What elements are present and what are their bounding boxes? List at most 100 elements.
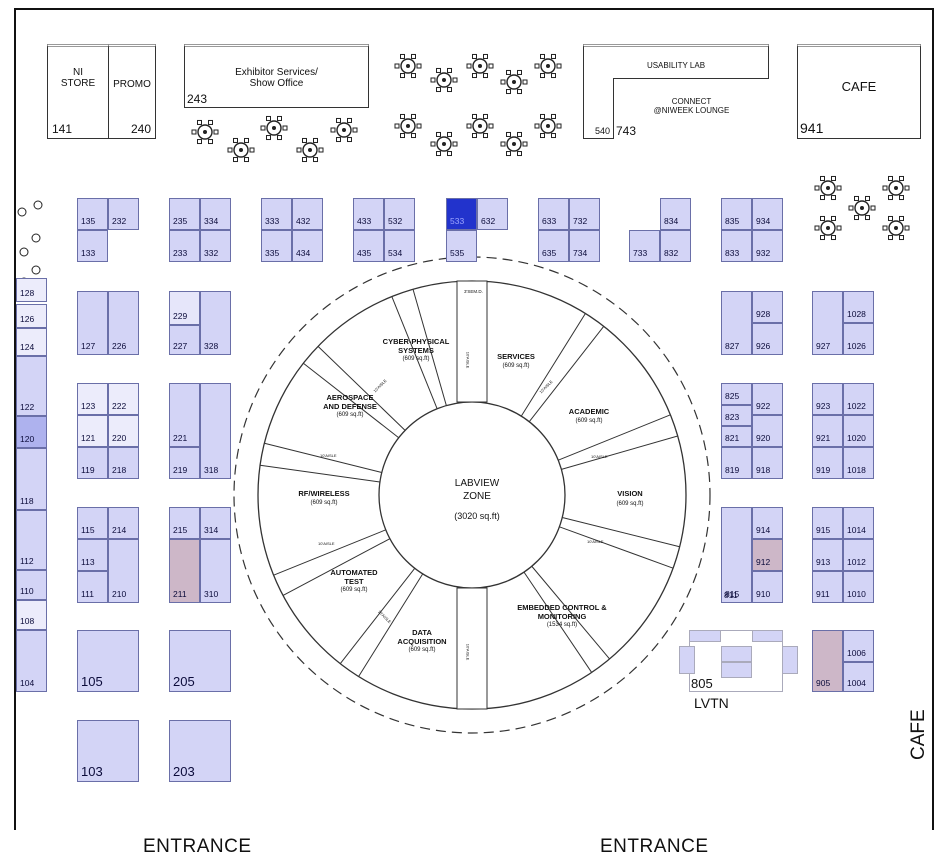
booth-120[interactable]: 120 — [16, 416, 47, 448]
booth-220[interactable]: 220 — [108, 415, 139, 447]
room-connect-lounge[interactable]: CONNECT @NIWEEK LOUNGE 743 — [613, 78, 769, 139]
booth-905[interactable]: 905 — [812, 630, 843, 692]
booth-833[interactable]: 833 — [721, 230, 752, 262]
booth-229[interactable]: 229 — [169, 291, 200, 325]
booth-126[interactable]: 126 — [16, 304, 47, 328]
booth-1014[interactable]: 1014 — [843, 507, 874, 539]
room-promo[interactable]: PROMO 240 — [108, 44, 156, 139]
booth-104[interactable]: 104 — [16, 630, 47, 692]
booth-819[interactable]: 819 — [721, 447, 752, 479]
booth-921[interactable]: 921 — [812, 415, 843, 447]
booth-926[interactable]: 926 — [752, 323, 783, 355]
booth-333[interactable]: 333 — [261, 198, 292, 230]
booth-203[interactable]: 203 — [169, 720, 231, 782]
booth-533[interactable]: 533 — [446, 198, 477, 230]
booth-226[interactable]: 226 — [108, 291, 139, 355]
zone-vision[interactable]: VISION (609 sq.ft) — [600, 490, 660, 507]
booth-811[interactable]: 811 — [721, 571, 752, 603]
booth-218[interactable]: 218 — [108, 447, 139, 479]
room-exhibitor-services[interactable]: Exhibitor Services/ Show Office 243 — [184, 44, 369, 108]
booth-534[interactable]: 534 — [384, 230, 415, 262]
booth-927[interactable]: 927 — [812, 291, 843, 355]
booth-215[interactable]: 215 — [169, 507, 200, 539]
booth-914[interactable]: 914 — [752, 507, 783, 539]
zone-data-acquisition[interactable]: DATA ACQUISITION (609 sq.ft) — [390, 628, 454, 653]
booth-103[interactable]: 103 — [77, 720, 139, 782]
booth-115[interactable]: 115 — [77, 507, 108, 539]
booth-233[interactable]: 233 — [169, 230, 200, 262]
booth-135[interactable]: 135 — [77, 198, 108, 230]
booth-913[interactable]: 913 — [812, 539, 843, 571]
booth-912[interactable]: 912 — [752, 539, 783, 571]
booth-235[interactable]: 235 — [169, 198, 200, 230]
booth-124[interactable]: 124 — [16, 328, 47, 356]
booth-1006[interactable]: 1006 — [843, 630, 874, 662]
booth-433[interactable]: 433 — [353, 198, 384, 230]
booth-214[interactable]: 214 — [108, 507, 139, 539]
lvtn-block[interactable] — [689, 630, 721, 642]
booth-221[interactable]: 221 — [169, 383, 200, 447]
booth-825[interactable]: 825 — [721, 383, 752, 405]
booth-232[interactable]: 232 — [108, 198, 139, 230]
booth-210[interactable]: 210 — [108, 539, 139, 603]
room-cafe[interactable]: CAFE 941 — [797, 44, 921, 139]
booth-205[interactable]: 205 — [169, 630, 231, 692]
booth-923[interactable]: 923 — [812, 383, 843, 415]
booth-821[interactable]: 821 — [721, 426, 752, 447]
booth-310[interactable]: 310 — [200, 539, 231, 603]
booth-211[interactable]: 211 — [169, 539, 200, 603]
booth-105[interactable]: 105 — [77, 630, 139, 692]
booth-834[interactable]: 834 — [660, 198, 691, 230]
booth-732[interactable]: 732 — [569, 198, 600, 230]
booth-835[interactable]: 835 — [721, 198, 752, 230]
booth-911[interactable]: 911 — [812, 571, 843, 603]
booth-920[interactable]: 920 — [752, 415, 783, 447]
booth-1004[interactable]: 1004 — [843, 662, 874, 692]
booth-127[interactable]: 127 — [77, 291, 108, 355]
booth-113[interactable]: 113 — [77, 539, 108, 571]
booth-318[interactable]: 318 — [200, 383, 231, 479]
booth-635[interactable]: 635 — [538, 230, 569, 262]
booth-733[interactable]: 733 — [629, 230, 660, 262]
zone-rf-wireless[interactable]: RF/WIRELESS (609 sq.ft) — [290, 490, 358, 506]
booth-122[interactable]: 122 — [16, 356, 47, 416]
booth-934[interactable]: 934 — [752, 198, 783, 230]
zone-academic[interactable]: ACADEMIC (609 sq.ft) — [556, 408, 622, 424]
booth-328[interactable]: 328 — [200, 291, 231, 355]
booth-915[interactable]: 915 — [812, 507, 843, 539]
booth-119[interactable]: 119 — [77, 447, 108, 479]
booth-815[interactable]: 815 — [721, 507, 752, 603]
lvtn-block[interactable] — [782, 646, 798, 674]
booth-121[interactable]: 121 — [77, 415, 108, 447]
booth-219[interactable]: 219 — [169, 447, 200, 479]
booth-110[interactable]: 110 — [16, 570, 47, 600]
booth-133[interactable]: 133 — [77, 230, 108, 262]
booth-1012[interactable]: 1012 — [843, 539, 874, 571]
booth-632[interactable]: 632 — [477, 198, 508, 230]
booth-1022[interactable]: 1022 — [843, 383, 874, 415]
zone-aerospace-defense[interactable]: AEROSPACE AND DEFENSE (609 sq.ft) — [314, 393, 386, 418]
lvtn-block[interactable] — [752, 630, 783, 642]
zone-services[interactable]: SERVICES (609 sq.ft) — [485, 353, 547, 369]
booth-118[interactable]: 118 — [16, 448, 47, 510]
entrance-left[interactable]: ENTRANCE — [143, 836, 252, 857]
booth-1020[interactable]: 1020 — [843, 415, 874, 447]
booth-112[interactable]: 112 — [16, 510, 47, 570]
booth-832[interactable]: 832 — [660, 230, 691, 262]
booth-922[interactable]: 922 — [752, 383, 783, 415]
booth-1026[interactable]: 1026 — [843, 323, 874, 355]
booth-111[interactable]: 111 — [77, 571, 108, 603]
booth-108[interactable]: 108 — [16, 600, 47, 630]
booth-128[interactable]: 128 — [16, 278, 47, 302]
lvtn-block[interactable] — [721, 646, 752, 662]
booth-734[interactable]: 734 — [569, 230, 600, 262]
booth-227[interactable]: 227 — [169, 325, 200, 355]
booth-633[interactable]: 633 — [538, 198, 569, 230]
booth-334[interactable]: 334 — [200, 198, 231, 230]
zone-cyber-physical[interactable]: CYBER-PHYSICAL SYSTEMS (609 sq.ft) — [375, 337, 457, 362]
booth-823[interactable]: 823 — [721, 405, 752, 426]
booth-1028[interactable]: 1028 — [843, 291, 874, 323]
booth-932[interactable]: 932 — [752, 230, 783, 262]
booth-928[interactable]: 928 — [752, 291, 783, 323]
booth-314[interactable]: 314 — [200, 507, 231, 539]
